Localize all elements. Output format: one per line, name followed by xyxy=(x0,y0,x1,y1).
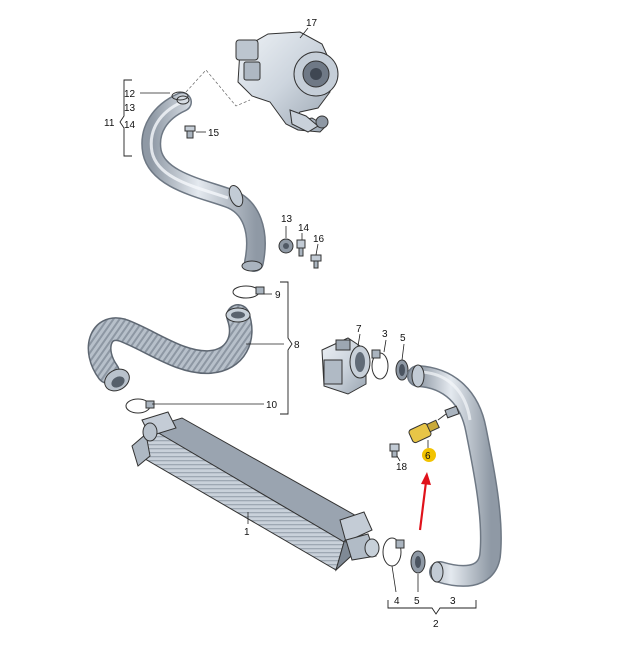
o-ring-12 xyxy=(171,91,189,101)
corrugated-hose-8 xyxy=(87,304,253,392)
label-10: 10 xyxy=(266,400,278,411)
label-17: 17 xyxy=(306,18,318,29)
label-5-bottom: 5 xyxy=(414,596,420,607)
seal-ring-5-top xyxy=(395,359,409,381)
label-12: 12 xyxy=(124,89,136,100)
hose-clamp-10 xyxy=(125,398,155,414)
label-1: 1 xyxy=(244,527,250,538)
label-14-left: 14 xyxy=(124,120,136,131)
leader-17 xyxy=(299,27,309,39)
label-9: 9 xyxy=(275,290,281,301)
label-11: 11 xyxy=(104,118,115,129)
label-7: 7 xyxy=(356,324,362,335)
bolt-18 xyxy=(389,443,400,458)
throttle-body-7 xyxy=(321,337,371,395)
charge-air-pipe-3 xyxy=(407,364,502,587)
label-6: 6 xyxy=(425,451,431,462)
hose-clamp-9 xyxy=(232,285,265,299)
label-3-top: 3 xyxy=(382,329,388,340)
red-arrow xyxy=(418,472,431,531)
upper-pressure-pipe xyxy=(141,92,266,272)
label-5-top: 5 xyxy=(400,333,406,344)
label-2: 2 xyxy=(433,619,439,630)
badge-6 xyxy=(422,448,436,462)
label-3-bottom: 3 xyxy=(450,596,456,607)
seal-ring-5-bottom xyxy=(410,550,426,574)
label-14-right: 14 xyxy=(298,223,310,234)
bolt-14-right xyxy=(296,239,306,257)
turbocharger xyxy=(235,31,339,133)
bracket-8 xyxy=(280,281,293,415)
label-15: 15 xyxy=(208,128,220,139)
label-8: 8 xyxy=(294,340,300,351)
label-13-right: 13 xyxy=(281,214,293,225)
bracket-11 xyxy=(119,79,132,157)
hose-clamp-4 xyxy=(382,537,405,567)
intercooler xyxy=(131,411,380,572)
bolt-15 xyxy=(184,125,196,139)
seal-13-right xyxy=(278,238,294,254)
label-18: 18 xyxy=(396,462,408,473)
label-13-left: 13 xyxy=(124,103,136,114)
label-4: 4 xyxy=(394,596,400,607)
pressure-sensor-6 xyxy=(408,413,447,444)
bracket-2 xyxy=(387,600,477,615)
hose-clamp-3-top xyxy=(371,349,389,380)
bolt-16 xyxy=(310,254,322,269)
label-16: 16 xyxy=(313,234,325,245)
